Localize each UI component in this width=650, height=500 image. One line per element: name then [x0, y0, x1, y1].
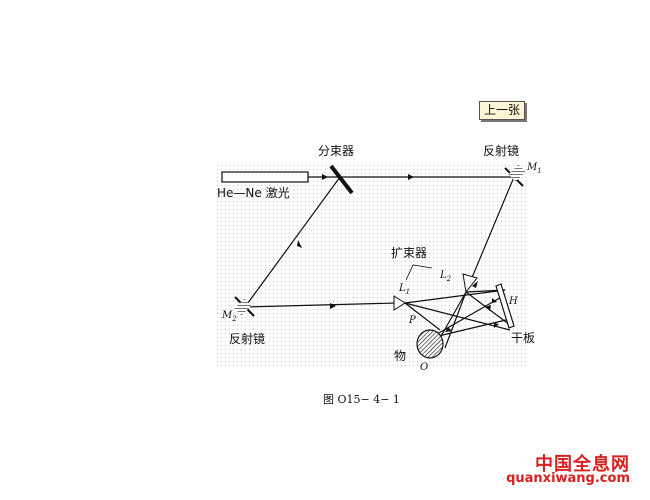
beam-splitter: [329, 164, 354, 195]
object: [416, 329, 444, 359]
holographic-plate: [495, 283, 515, 329]
mirror-m1: [504, 164, 526, 187]
watermark-site-name: 中国全息网: [535, 454, 630, 475]
mirror-m2-symbol: M2: [221, 310, 237, 323]
expander-label: 扩束器: [391, 246, 427, 260]
mirror-m1-symbol: M1: [526, 162, 542, 175]
object-label: 物: [394, 349, 406, 363]
lens-l2-symbol: L2: [439, 270, 452, 283]
lens-l2: [462, 273, 478, 294]
lens-l1-symbol: L1: [398, 283, 410, 296]
watermark-url: quanxiwang.com: [506, 471, 630, 486]
mirror-m2-label: 反射镜: [229, 331, 265, 346]
lens-l1: [393, 295, 406, 311]
beam-paths: [244, 176, 515, 349]
beam-arrows: [297, 174, 499, 332]
figure-caption: 图 O15− 4− 1: [323, 393, 400, 406]
expander-leader: [405, 264, 433, 281]
prev-image-button[interactable]: 上一张: [479, 101, 525, 120]
point-p-label: P: [408, 315, 416, 326]
laser-tube: [221, 171, 309, 183]
laser-label: He—Ne 激光: [217, 186, 290, 200]
plate-symbol: H: [508, 296, 518, 307]
plate-label: 干板: [511, 331, 535, 345]
diagram-background: [216, 162, 526, 367]
object-symbol: O: [420, 362, 428, 373]
mirror-m1-label: 反射镜: [483, 143, 519, 158]
mirror-m2: [234, 296, 255, 317]
beam-splitter-label: 分束器: [318, 144, 354, 158]
